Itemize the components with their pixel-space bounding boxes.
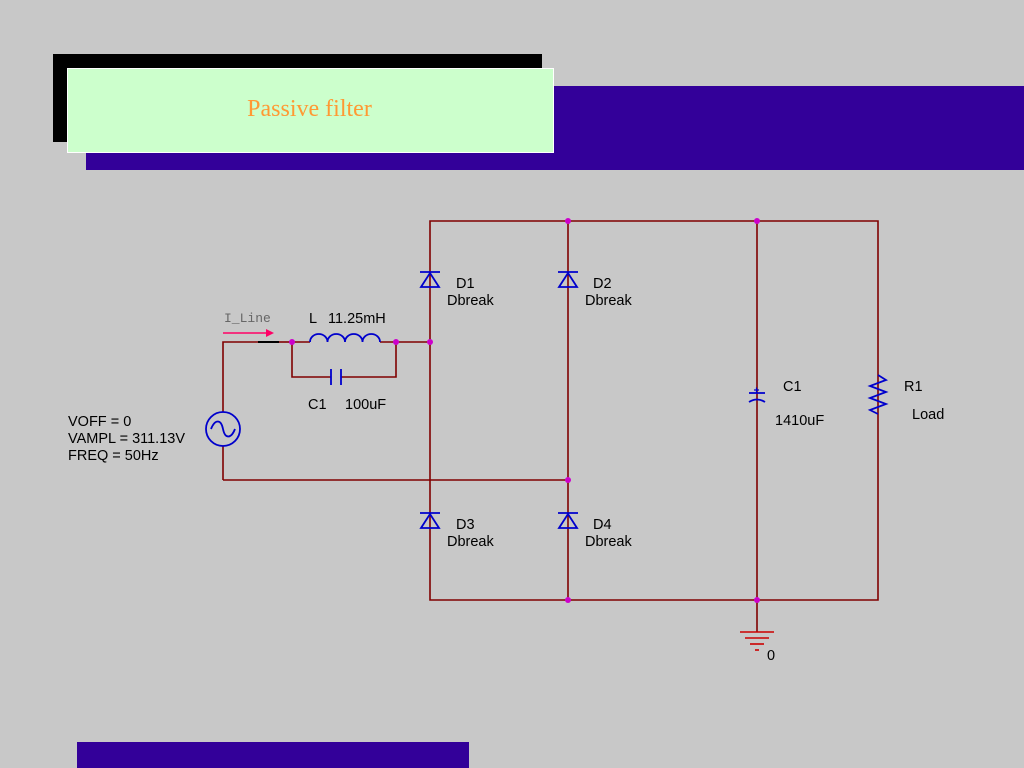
node-dot [754,218,760,224]
ac-source-icon [205,411,241,447]
filter-cap-name: C1 [308,397,327,413]
inductor-name: L [309,311,317,327]
output-cap-value: 1410uF [775,413,824,429]
node-dot [289,339,295,345]
node-dot [754,597,760,603]
diode-d3-model: Dbreak [447,534,494,550]
node-dot [427,339,433,345]
node-dot [565,597,571,603]
diode-d3-icon [419,512,441,529]
filter-cap-lead-left [291,342,331,378]
diode-d4-name: D4 [593,517,612,533]
resistor-name: R1 [904,379,923,395]
diode-d3-name: D3 [456,517,475,533]
node-dot [565,218,571,224]
source-top-wire [222,341,258,412]
source-vampl-label: VAMPL = 311.13V [68,431,185,447]
bottom-accent-bar [77,742,469,768]
diode-d2-icon [557,271,579,288]
node-dot [565,477,571,483]
output-cap-icon [748,392,766,403]
diode-d4-model: Dbreak [585,534,632,550]
diode-d2-model: Dbreak [585,293,632,309]
ground-label: 0 [767,648,775,664]
current-probe-arrowhead [266,329,274,337]
diode-d2-name: D2 [593,276,612,292]
probe-label: I_Line [224,311,271,326]
source-freq-label: FREQ = 50Hz [68,448,159,464]
filter-cap-value: 100uF [345,397,386,413]
node-dot [393,339,399,345]
diode-d1-icon [419,271,441,288]
filter-cap-lead-right [341,342,397,378]
slide-title: Passive filter [247,96,372,122]
resistor-icon [867,374,889,415]
inductor-icon [309,333,381,343]
bridge-outer-wire [429,220,879,601]
resistor-value: Load [912,407,944,423]
diode-d4-icon [557,512,579,529]
diode-d1-model: Dbreak [447,293,494,309]
inductor-value: 11.25mH [328,311,386,327]
title-box: Passive filter [67,68,554,153]
cap-polarity-icon [754,387,759,393]
source-voff-label: VOFF = 0 [68,414,131,430]
output-cap-name: C1 [783,379,802,395]
sine-wave-icon [210,420,236,438]
ground-icon [740,631,774,651]
diode-d1-name: D1 [456,276,475,292]
